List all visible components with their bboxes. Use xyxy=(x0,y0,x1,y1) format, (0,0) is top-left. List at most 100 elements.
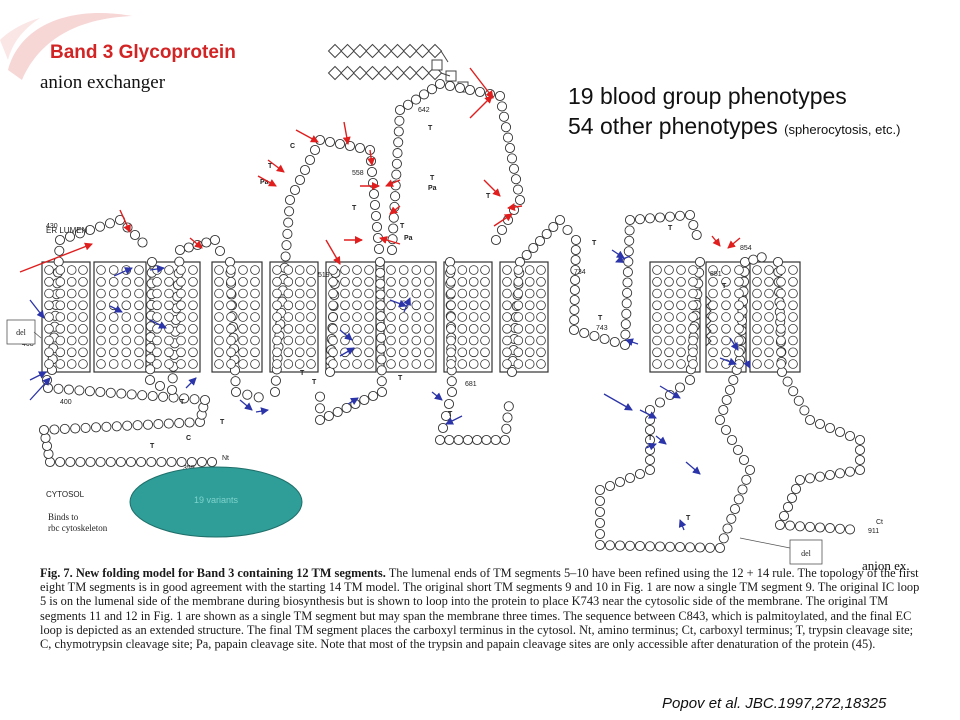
residue-circle xyxy=(188,323,198,334)
residue-circle xyxy=(764,276,774,287)
residue-circle xyxy=(306,335,316,346)
residue-circle xyxy=(121,276,132,287)
residue-circle xyxy=(44,288,54,299)
residue-circle xyxy=(44,323,54,334)
residue-circle xyxy=(664,211,676,222)
residue-circle xyxy=(174,244,186,256)
residue-circle xyxy=(328,300,338,311)
residue-circle xyxy=(708,276,718,287)
glycan-diamond xyxy=(427,43,443,59)
residue-circle xyxy=(498,111,510,122)
residue-circle xyxy=(153,419,164,430)
variants-ellipse xyxy=(129,466,303,538)
residue-circle xyxy=(226,335,236,346)
residue-circle xyxy=(95,456,106,468)
residue-circle xyxy=(654,397,666,408)
nt-label: Nt xyxy=(222,455,229,462)
residue-circle xyxy=(524,265,535,275)
residue-circle xyxy=(164,300,174,311)
residue-circle xyxy=(513,288,524,299)
residue-circle xyxy=(734,312,744,322)
residue-circle xyxy=(503,401,514,412)
residue-circle xyxy=(324,136,336,148)
residue-circle xyxy=(306,288,316,299)
residue-circle xyxy=(364,265,374,275)
residue-circle xyxy=(652,276,662,287)
residue-circle xyxy=(411,323,422,334)
residue-circle xyxy=(480,335,490,346)
residue-circle xyxy=(510,174,522,185)
figure-caption: Fig. 7. New folding model for Band 3 con… xyxy=(40,566,920,651)
residue-circle xyxy=(49,424,60,435)
residue-circle xyxy=(674,382,686,393)
residue-circle xyxy=(294,323,305,334)
residue-circle xyxy=(444,434,455,446)
residue-circle xyxy=(594,484,606,496)
residue-circle xyxy=(782,376,793,387)
ct-label: Ct xyxy=(876,519,883,526)
residue-circle xyxy=(480,359,490,369)
residue-circle xyxy=(145,353,156,364)
cleavage-label: T xyxy=(722,283,727,290)
residue-circle xyxy=(684,374,696,386)
residue-circle xyxy=(328,335,338,346)
residue-circle xyxy=(78,312,88,322)
residue-circle xyxy=(122,420,133,431)
residue-circle xyxy=(373,243,385,255)
residue-circle xyxy=(752,335,762,346)
residue-circle xyxy=(283,312,294,322)
residue-circle xyxy=(306,300,316,311)
residue-circle xyxy=(364,300,374,311)
residue-circle xyxy=(188,300,198,311)
residue-circle xyxy=(634,214,646,225)
residue-circle xyxy=(186,456,197,468)
red-arrow xyxy=(267,159,285,173)
residue-circle xyxy=(54,234,66,246)
residue-circle xyxy=(502,132,514,143)
residue-circle xyxy=(375,311,386,322)
red-arrow xyxy=(257,175,277,187)
residue-circle xyxy=(78,359,88,369)
residue-circle xyxy=(804,521,816,532)
residue-circle xyxy=(513,323,524,334)
residue-circle xyxy=(226,312,236,322)
residue-circle xyxy=(794,474,806,486)
residue-circle xyxy=(78,276,88,287)
residue-circle xyxy=(688,359,698,369)
slide-title: Band 3 Glycoprotein xyxy=(50,42,236,63)
red-arrow xyxy=(189,237,203,249)
residue-circle xyxy=(424,288,434,299)
residue-circle xyxy=(214,359,224,369)
residue-circle xyxy=(664,347,674,358)
residue-circle xyxy=(724,384,736,396)
residue-circle xyxy=(652,359,662,369)
blue-arrow xyxy=(29,371,47,381)
residue-circle xyxy=(688,288,698,299)
residue-circle xyxy=(688,312,698,322)
residue-circle xyxy=(624,235,635,246)
residue-circle xyxy=(764,359,774,369)
residue-circle xyxy=(134,335,144,346)
del-box-right xyxy=(789,539,823,565)
residue-circle xyxy=(513,335,524,346)
blue-arrow xyxy=(109,305,123,313)
red-arrow xyxy=(711,235,721,247)
residue-circle xyxy=(328,347,338,358)
residue-circle xyxy=(152,335,162,346)
glycan-square xyxy=(445,70,457,82)
residue-circle xyxy=(570,234,582,246)
residue-circle xyxy=(126,389,137,400)
residue-circle xyxy=(468,323,479,334)
er-lumen-label: ER LUMEN xyxy=(46,226,88,235)
residue-circle xyxy=(776,288,786,299)
residue-circle xyxy=(764,300,774,311)
red-arrow xyxy=(385,179,401,187)
residue-circle xyxy=(609,336,620,348)
residue-circle xyxy=(230,386,242,398)
blue-arrow xyxy=(645,442,657,451)
residue-circle xyxy=(794,521,806,532)
residue-circle xyxy=(708,335,718,346)
residue-circle xyxy=(134,347,144,358)
residue-circle xyxy=(418,89,430,100)
residue-circle xyxy=(189,394,200,405)
